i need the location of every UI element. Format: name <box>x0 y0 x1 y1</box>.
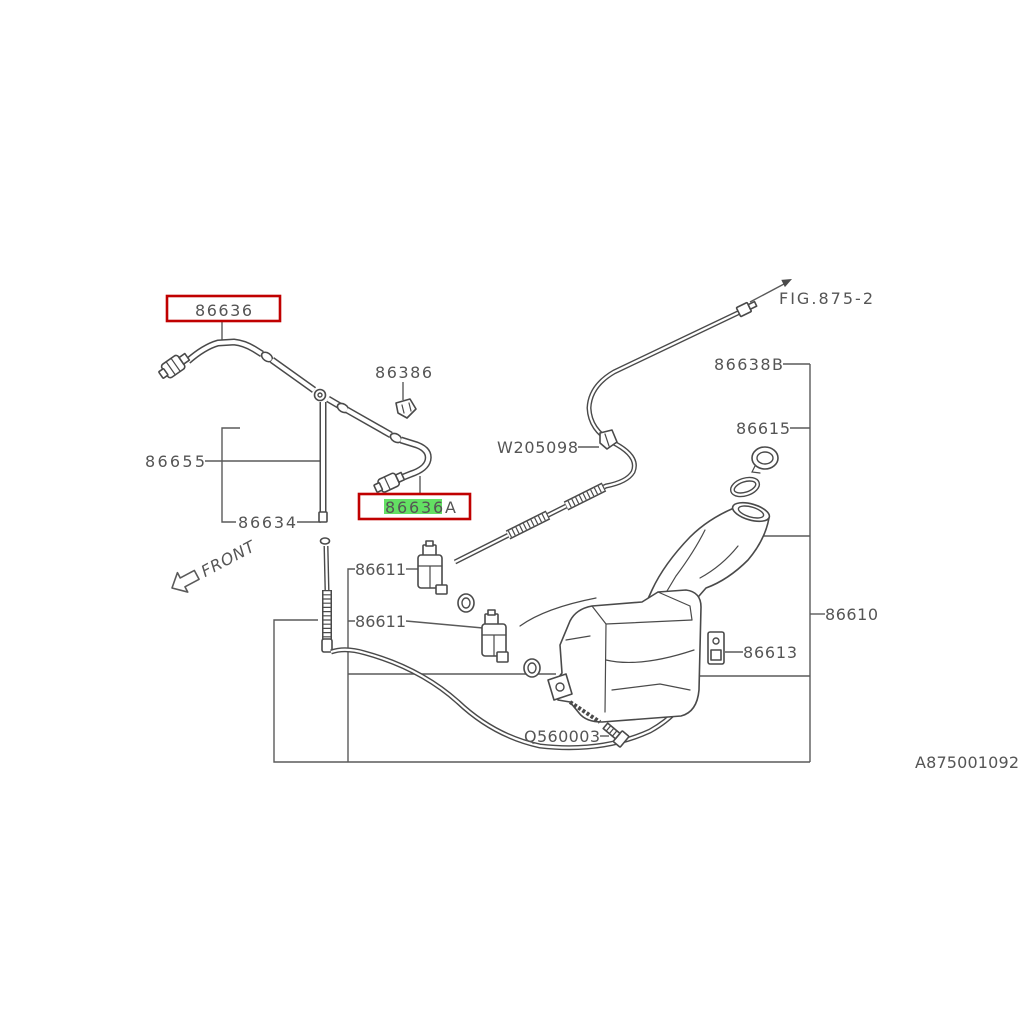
callout-86611-lower: 86611 <box>355 612 406 631</box>
hose-clip-86386 <box>395 398 417 419</box>
rod-fitting <box>321 638 333 653</box>
nozzle-left <box>158 352 191 379</box>
lower-hose-assembly <box>319 537 695 748</box>
callout-w205098: W205098 <box>497 438 578 457</box>
tank-filler-neck <box>641 501 771 613</box>
callout-86638b: 86638B <box>714 355 783 374</box>
rod-end-ring <box>319 537 331 545</box>
callout-q560003: Q560003 <box>524 727 600 746</box>
pump-feed-hose <box>519 597 597 627</box>
tube-clip-w205098 <box>599 429 618 450</box>
callout-86634: 86634 <box>238 513 296 532</box>
tube-sleeve <box>566 487 604 506</box>
frame-pumps <box>347 568 355 762</box>
front-arrow-icon <box>171 569 200 593</box>
hose-end-fitting <box>318 511 328 523</box>
tank-body <box>554 589 702 723</box>
bracket-86655 <box>221 427 240 523</box>
pump-grommet <box>523 658 541 678</box>
tank-mount-bracket <box>547 673 573 701</box>
callout-86386: 86386 <box>375 363 432 382</box>
callout-86610: 86610 <box>825 605 878 624</box>
tank-cap <box>751 446 779 474</box>
fig-reference-arrow-icon <box>749 279 792 303</box>
callout-86615: 86615 <box>736 419 790 438</box>
nozzle-right <box>373 471 406 493</box>
pump-grommet <box>457 593 475 613</box>
hose-vertical <box>318 402 328 523</box>
tube-sleeve <box>508 515 548 535</box>
hose-right-upper <box>328 399 428 478</box>
callout-86613: 86613 <box>743 643 797 662</box>
rear-washer-tube-86638b <box>455 300 758 562</box>
callout-86611-upper: 86611 <box>355 560 406 579</box>
hose-left-upper <box>188 342 314 390</box>
bolt <box>602 722 630 748</box>
frame-left <box>273 619 810 763</box>
front-direction-indicator: FRONT <box>171 536 259 593</box>
callout-highlight-box-86636a <box>357 492 472 521</box>
callout-86636: 86636 <box>195 301 252 320</box>
part-labels: 86636 86386 86655 86634 86636A W205098 F… <box>145 289 1019 772</box>
diagram-reference-id: A875001092 <box>915 753 1019 772</box>
nozzle-hose-assembly <box>158 342 428 523</box>
callout-86655: 86655 <box>145 452 205 471</box>
callout-86636a: 86636A <box>385 498 456 517</box>
fig-reference: FIG.875-2 <box>779 289 873 308</box>
marker-highlight-86636a <box>384 499 442 514</box>
leader-86611-lower <box>405 620 484 629</box>
washer-pump-lower <box>481 609 541 678</box>
callout-highlight-box-86636 <box>165 294 282 323</box>
tube-end-fitting <box>735 300 758 318</box>
tank-cap-gasket <box>729 476 761 498</box>
washer-pump-upper <box>417 540 475 613</box>
leader-lines <box>205 321 825 763</box>
t-joint <box>313 388 327 402</box>
front-label: FRONT <box>198 536 259 581</box>
reservoir-tank <box>547 501 771 724</box>
tank-clip-chain <box>568 700 602 724</box>
level-sensor <box>707 631 725 665</box>
